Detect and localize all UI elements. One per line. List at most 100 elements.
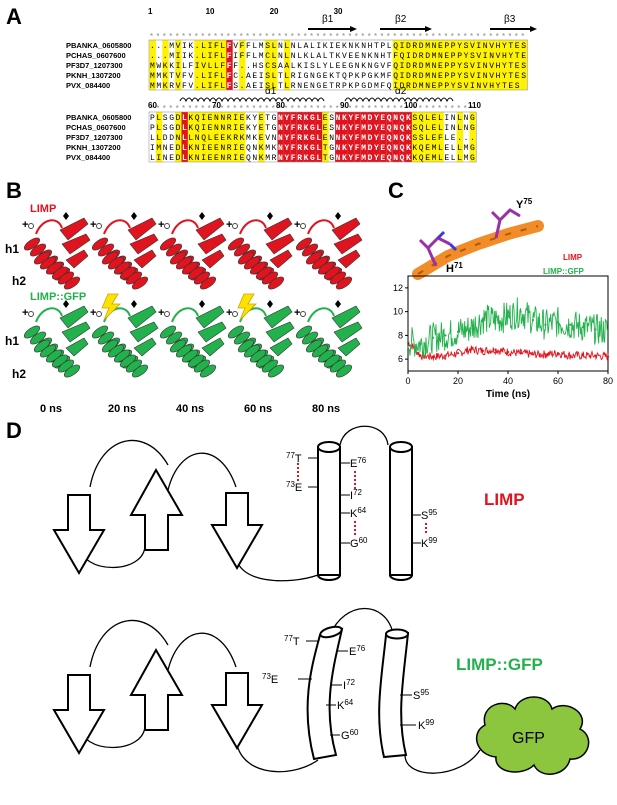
svg-text:*: *	[451, 32, 454, 41]
svg-text:I: I	[201, 124, 206, 133]
svg-text:*: *	[438, 104, 441, 113]
svg-text:L: L	[220, 72, 225, 81]
svg-text:M: M	[156, 72, 161, 81]
svg-text:C: C	[233, 72, 238, 81]
point-gfp	[431, 336, 435, 339]
svg-text:G: G	[310, 134, 315, 143]
svg-text:Q: Q	[387, 144, 392, 153]
svg-text:P: P	[150, 124, 155, 133]
y-tick-label: 6	[398, 354, 403, 364]
svg-text:D: D	[400, 82, 405, 91]
svg-text:V: V	[470, 62, 475, 71]
svg-text:Q: Q	[400, 134, 405, 143]
svg-text:S: S	[412, 124, 417, 133]
svg-text:D: D	[406, 62, 411, 71]
svg-text:*: *	[214, 32, 217, 41]
point-limp	[531, 353, 535, 356]
svg-text:L: L	[272, 52, 277, 61]
svg-text:M: M	[156, 82, 161, 91]
panel-letter-c: C	[388, 178, 404, 203]
svg-text:*: *	[233, 32, 236, 41]
svg-text:A: A	[246, 82, 251, 91]
svg-text:P: P	[380, 42, 385, 51]
svg-text:V: V	[188, 82, 193, 91]
svg-text:Y: Y	[457, 62, 462, 71]
svg-text:T: T	[387, 52, 392, 61]
svg-text:I: I	[182, 42, 187, 51]
gfp-loop	[404, 749, 481, 774]
svg-text:Q: Q	[400, 114, 405, 123]
svg-text:F: F	[355, 124, 360, 133]
svg-text:G: G	[310, 114, 315, 123]
svg-text:S: S	[470, 52, 475, 61]
plus-marker: +	[22, 219, 28, 231]
res-k99: K99	[418, 718, 435, 732]
plus-marker: +	[294, 307, 300, 319]
svg-text:I: I	[476, 42, 481, 51]
svg-text:E: E	[208, 124, 213, 133]
svg-text:I: I	[208, 52, 213, 61]
svg-text:N: N	[476, 82, 481, 91]
svg-text:E: E	[432, 114, 437, 123]
svg-text:K: K	[406, 114, 411, 123]
svg-text:E: E	[252, 82, 257, 91]
gfp-blob: GFP	[475, 696, 590, 775]
svg-text:I: I	[182, 52, 187, 61]
svg-text:L: L	[272, 82, 277, 91]
point-gfp	[456, 330, 460, 333]
svg-text:D: D	[368, 124, 373, 133]
svg-text:R: R	[297, 114, 302, 123]
gfp-title: LIMP::GFP	[456, 655, 543, 674]
svg-text:I: I	[233, 114, 238, 123]
svg-text:S: S	[521, 62, 526, 71]
svg-text:T: T	[508, 62, 513, 71]
helix-inset: H71 Y75	[412, 197, 544, 280]
svg-text:L: L	[188, 134, 193, 143]
svg-text:F: F	[227, 82, 232, 91]
svg-text:Q: Q	[419, 154, 424, 163]
svg-text:N: N	[451, 124, 456, 133]
svg-text:K: K	[163, 62, 168, 71]
svg-text:I: I	[444, 114, 449, 123]
svg-text:I: I	[393, 82, 398, 91]
y-tick-label: 10	[393, 307, 403, 317]
svg-text:I: I	[233, 154, 238, 163]
svg-text:L: L	[150, 134, 155, 143]
svg-text:N: N	[195, 144, 200, 153]
svg-text:D: D	[368, 134, 373, 143]
svg-text:I: I	[208, 72, 213, 81]
svg-text:D: D	[412, 52, 417, 61]
svg-text:N: N	[336, 154, 341, 163]
svg-text:E: E	[220, 134, 225, 143]
svg-text:F: F	[291, 124, 296, 133]
svg-text:F: F	[182, 82, 187, 91]
svg-text:L: L	[323, 52, 328, 61]
svg-text:*: *	[208, 32, 211, 41]
svg-text:L: L	[284, 82, 289, 91]
svg-text:*: *	[425, 104, 428, 113]
svg-text:N: N	[451, 114, 456, 123]
svg-text:N: N	[291, 52, 296, 61]
svg-text:L: L	[201, 52, 206, 61]
svg-text:*: *	[393, 104, 396, 113]
svg-text:K: K	[368, 52, 373, 61]
svg-text:V: V	[470, 72, 475, 81]
protein-snapshot: +	[226, 212, 295, 290]
svg-text:*: *	[227, 104, 230, 113]
svg-text:I: I	[208, 42, 213, 51]
svg-text:T: T	[374, 42, 379, 51]
svg-text:D: D	[412, 82, 417, 91]
svg-text:K: K	[188, 42, 193, 51]
point-gfp	[606, 329, 610, 332]
protein-snapshot: +	[158, 212, 227, 290]
svg-text:A: A	[278, 62, 283, 71]
svg-text:M: M	[265, 154, 270, 163]
res-t77: 77T	[284, 634, 300, 648]
svg-text:D: D	[169, 134, 174, 143]
svg-text:Q: Q	[387, 82, 392, 91]
svg-text:K: K	[304, 134, 309, 143]
limp-loop	[235, 549, 319, 582]
svg-text:G: G	[310, 144, 315, 153]
svg-text:E: E	[380, 134, 385, 143]
svg-text:Y: Y	[457, 72, 462, 81]
